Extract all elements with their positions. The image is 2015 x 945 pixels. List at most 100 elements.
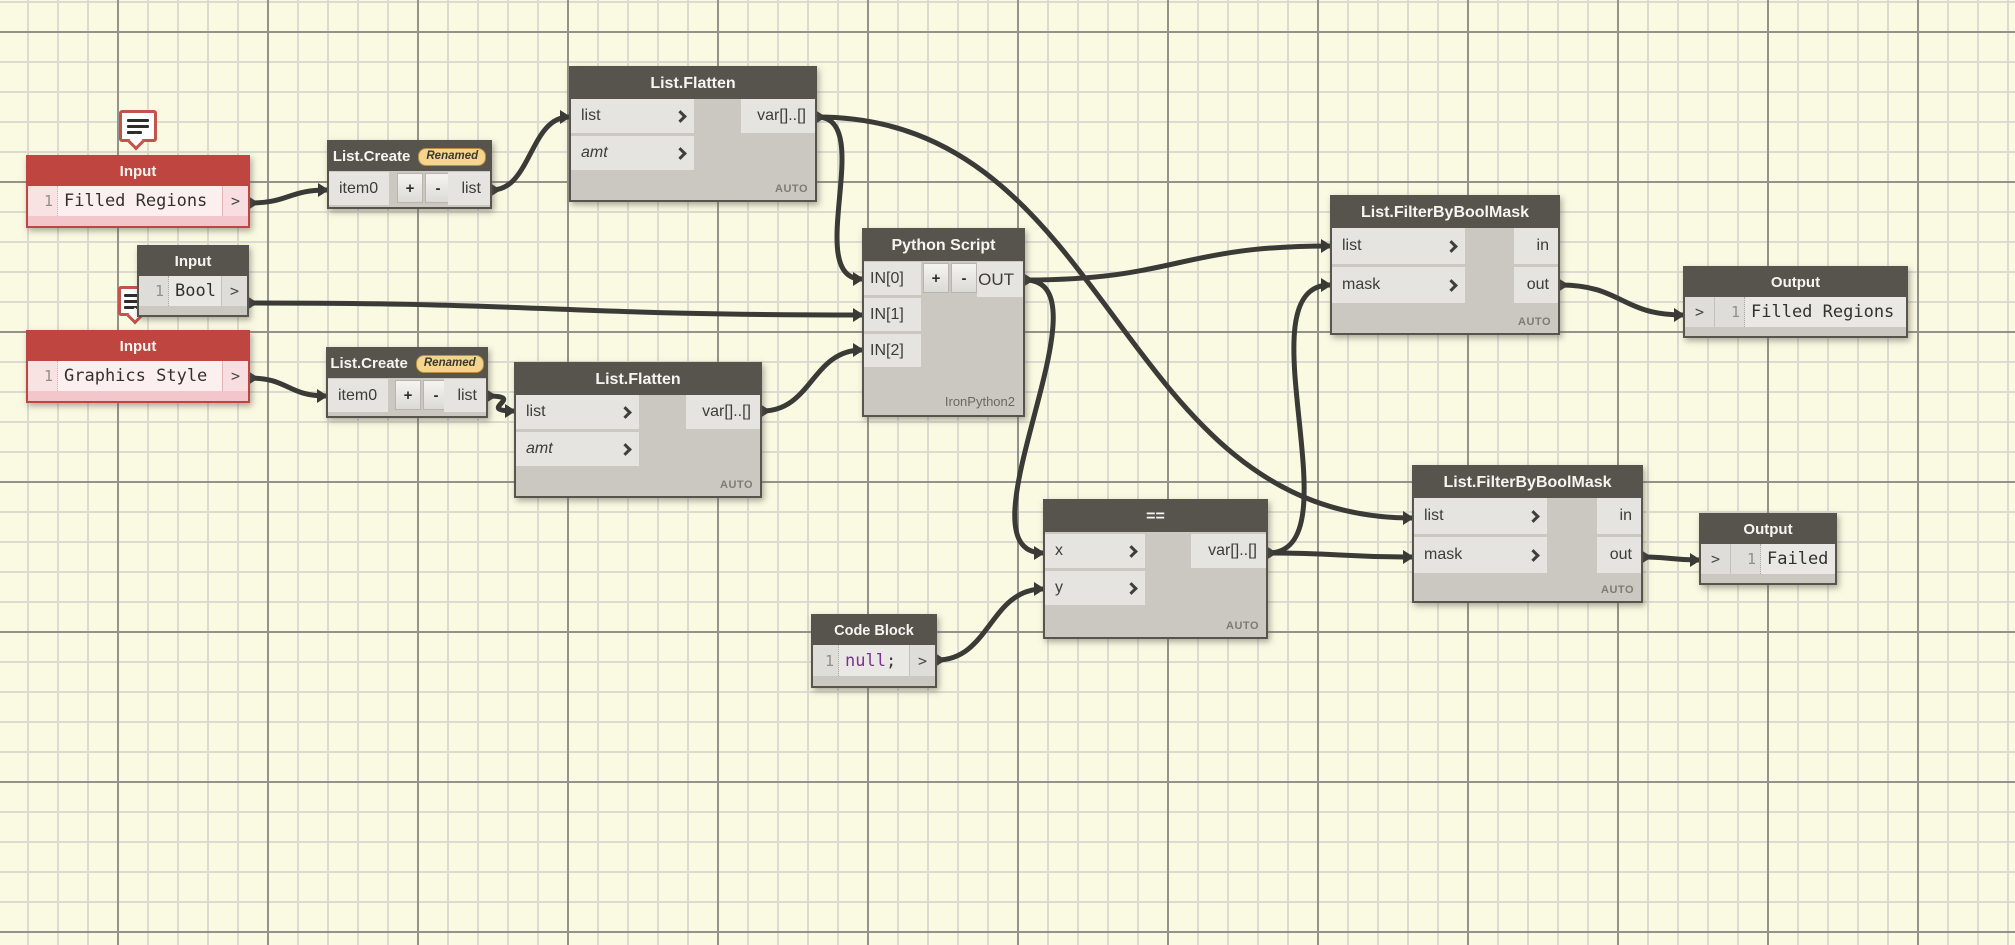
input-value[interactable]: Bool <box>169 276 221 306</box>
node-python-script[interactable]: Python Script IN[0] IN[1] IN[2] + - OUT … <box>862 228 1025 417</box>
wire-list-flatten-top.var-to-fbm-bottom.list[interactable] <box>814 114 1415 521</box>
add-input-button[interactable]: + <box>923 263 949 293</box>
remove-input-button[interactable]: - <box>425 173 451 203</box>
input-value[interactable]: Filled Regions <box>58 186 222 216</box>
wire-python.OUT-to-fbm-top.list[interactable] <box>1022 243 1333 283</box>
port-in0[interactable]: IN[0] <box>864 262 921 295</box>
node-list-flatten-top[interactable]: List.Flatten list amt var[]..[] AUTO <box>569 66 817 202</box>
lacing-badge[interactable]: AUTO <box>720 479 753 491</box>
port-amt[interactable]: amt <box>571 136 694 170</box>
wire-input-graphics-style.out-to-list-create-bottom.item0[interactable] <box>247 375 329 399</box>
default-value-chevron-icon[interactable] <box>1125 544 1138 558</box>
output-value[interactable]: Failed <box>1761 544 1835 574</box>
node-title-bar[interactable]: List.Create Renamed <box>328 349 486 378</box>
output-port[interactable]: > <box>909 645 935 676</box>
default-value-chevron-icon[interactable] <box>1527 548 1540 562</box>
node-title-bar[interactable]: List.Flatten <box>571 68 815 99</box>
wire-python.OUT-to-eq.x[interactable] <box>1012 277 1056 556</box>
node-input-filled-regions[interactable]: Input 1 Filled Regions > <box>26 155 250 228</box>
output-port[interactable]: > <box>222 361 248 391</box>
node-title-bar[interactable]: Input <box>139 247 247 276</box>
wire-input-bool.out-to-python.IN1[interactable] <box>246 300 865 318</box>
port-in1[interactable]: IN[1] <box>864 298 921 331</box>
node-list-flatten-bottom[interactable]: List.Flatten list amt var[]..[] AUTO <box>514 362 762 498</box>
port-out[interactable]: OUT <box>977 262 1023 297</box>
default-value-chevron-icon[interactable] <box>674 109 687 123</box>
port-item0[interactable]: item0 <box>329 172 389 205</box>
wire-input-filled-regions.out-to-list-create-top.item0[interactable] <box>247 187 330 206</box>
wire-code-block.out-to-eq.y[interactable] <box>934 586 1046 663</box>
node-title-bar[interactable]: List.FilterByBoolMask <box>1332 197 1558 228</box>
code-text[interactable]: null; <box>839 645 909 676</box>
node-title-bar[interactable]: Input <box>28 157 248 186</box>
port-list[interactable]: list <box>448 172 490 205</box>
default-value-chevron-icon[interactable] <box>1527 509 1540 523</box>
input-port[interactable]: > <box>1685 297 1715 327</box>
node-list-create-bottom[interactable]: List.Create Renamed item0 + - list <box>326 347 488 418</box>
lacing-badge[interactable]: AUTO <box>1226 620 1259 632</box>
port-var-out[interactable]: var[]..[] <box>1191 534 1266 568</box>
port-list[interactable]: list <box>1332 228 1465 264</box>
node-title-bar[interactable]: Code Block <box>813 616 935 645</box>
port-list[interactable]: list <box>1414 498 1547 534</box>
wire-list-flatten-bottom.var-to-python.IN2[interactable] <box>759 347 865 414</box>
default-value-chevron-icon[interactable] <box>619 405 632 419</box>
port-list[interactable]: list <box>571 99 694 133</box>
node-equals[interactable]: == x y var[]..[] AUTO <box>1043 499 1268 639</box>
node-title-bar[interactable]: == <box>1045 501 1266 532</box>
node-input-bool[interactable]: Input 1 Bool > <box>137 245 249 317</box>
port-var-out[interactable]: var[]..[] <box>741 99 815 133</box>
port-in-out[interactable]: in <box>1597 498 1641 534</box>
port-list[interactable]: list <box>516 395 639 429</box>
default-value-chevron-icon[interactable] <box>1445 278 1458 292</box>
output-port[interactable]: > <box>222 186 248 216</box>
node-input-graphics-style[interactable]: Input 1 Graphics Style > <box>26 330 250 403</box>
node-title-bar[interactable]: List.FilterByBoolMask <box>1414 467 1641 498</box>
lacing-badge[interactable]: AUTO <box>1518 316 1551 328</box>
default-value-chevron-icon[interactable] <box>1445 239 1458 253</box>
node-output-filled-regions[interactable]: Output > 1 Filled Regions <box>1683 266 1908 338</box>
default-value-chevron-icon[interactable] <box>1125 581 1138 595</box>
port-list[interactable]: list <box>444 379 486 412</box>
default-value-chevron-icon[interactable] <box>619 442 632 456</box>
port-in2[interactable]: IN[2] <box>864 334 921 367</box>
port-mask[interactable]: mask <box>1414 537 1547 573</box>
add-input-button[interactable]: + <box>395 380 421 410</box>
input-value[interactable]: Graphics Style <box>58 361 222 391</box>
port-out-out[interactable]: out <box>1597 537 1641 573</box>
node-title-bar[interactable]: List.Create Renamed <box>329 142 490 171</box>
wire-list-create-bottom.list-to-list-flatten-bottom.list[interactable] <box>485 393 517 414</box>
remove-input-button[interactable]: - <box>951 263 977 293</box>
wire-list-flatten-top.var-to-python.IN0[interactable] <box>814 114 865 282</box>
add-input-button[interactable]: + <box>397 173 423 203</box>
node-list-create-top[interactable]: List.Create Renamed item0 + - list <box>327 140 492 209</box>
input-port[interactable]: > <box>1701 544 1731 574</box>
lacing-badge[interactable]: AUTO <box>775 183 808 195</box>
port-y[interactable]: y <box>1045 571 1145 605</box>
port-amt[interactable]: amt <box>516 432 639 466</box>
output-port[interactable]: > <box>221 276 247 306</box>
node-title-bar[interactable]: Python Script <box>864 230 1023 261</box>
port-item0[interactable]: item0 <box>328 379 388 412</box>
node-title-bar[interactable]: Input <box>28 332 248 361</box>
port-mask[interactable]: mask <box>1332 267 1465 303</box>
port-var-out[interactable]: var[]..[] <box>686 395 760 429</box>
node-filter-by-bool-mask-bottom[interactable]: List.FilterByBoolMask list mask in out A… <box>1412 465 1643 603</box>
wire-fbm-top.out-to-output-filled-regions.in[interactable] <box>1557 282 1686 318</box>
lacing-badge[interactable]: AUTO <box>1601 584 1634 596</box>
node-output-failed[interactable]: Output > 1 Failed <box>1699 513 1837 585</box>
node-filter-by-bool-mask-top[interactable]: List.FilterByBoolMask list mask in out A… <box>1330 195 1560 335</box>
node-title-bar[interactable]: Output <box>1685 268 1906 297</box>
output-value[interactable]: Filled Regions <box>1745 297 1906 327</box>
wire-eq.var-to-fbm-bottom.mask[interactable] <box>1265 550 1415 560</box>
port-out-out[interactable]: out <box>1514 267 1558 303</box>
port-in-out[interactable]: in <box>1514 228 1558 264</box>
node-code-block[interactable]: Code Block 1 null; > <box>811 614 937 688</box>
node-title-bar[interactable]: Output <box>1701 515 1835 544</box>
node-title-bar[interactable]: List.Flatten <box>516 364 760 395</box>
default-value-chevron-icon[interactable] <box>674 146 687 160</box>
wire-eq.var-to-fbm-top.mask[interactable] <box>1265 282 1333 556</box>
port-x[interactable]: x <box>1045 534 1145 568</box>
wire-list-create-top.list-to-list-flatten-top.list[interactable] <box>489 114 572 193</box>
